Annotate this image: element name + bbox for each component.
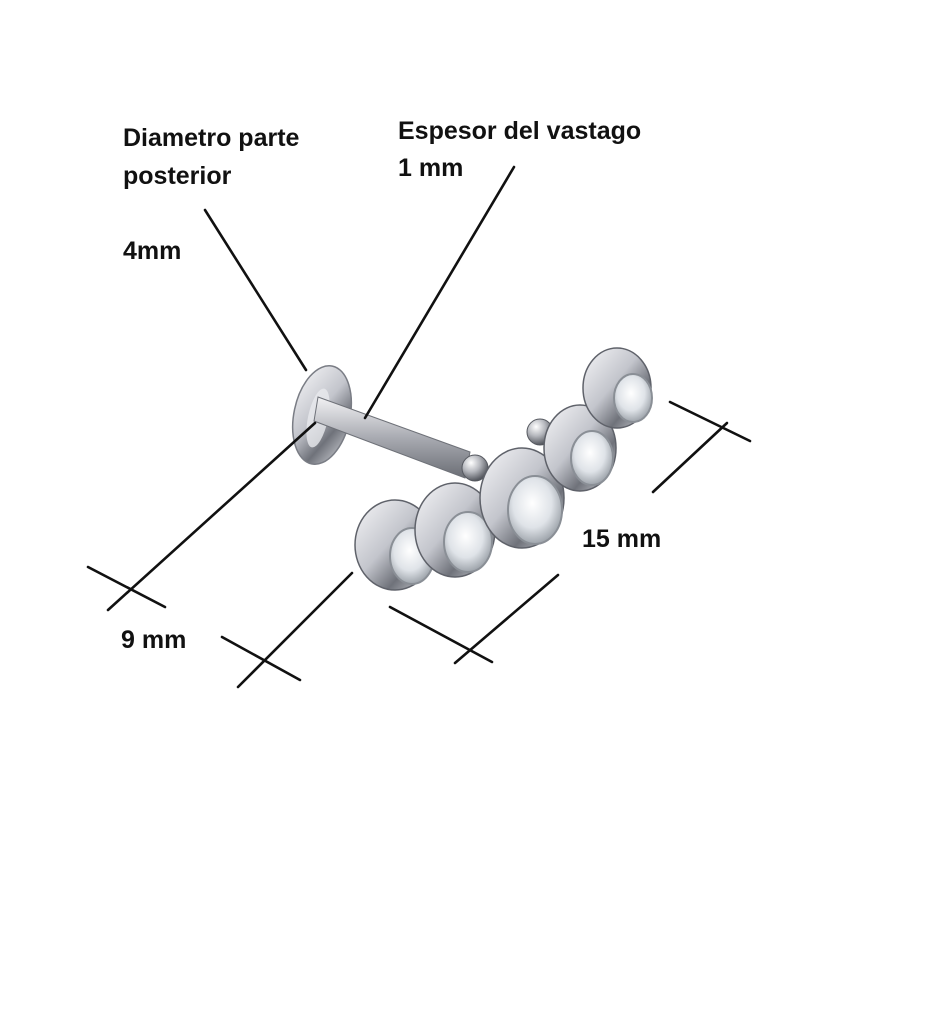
shaft-thickness-pointer-line [363, 165, 516, 420]
gem-setting [414, 482, 496, 578]
top-length-dimension [388, 400, 752, 665]
labret-jewelry [291, 347, 653, 591]
back-diameter-pointer-line [203, 208, 308, 372]
shaft-length-value: 9 mm [121, 626, 187, 654]
shaft-thickness-title: Espesor del vastago [398, 117, 642, 145]
gem-setting [479, 447, 565, 549]
shaft-length-dimension [86, 421, 354, 689]
top-length-value: 15 mm [582, 525, 662, 553]
back-diameter-title-line2: posterior [123, 162, 232, 190]
shaft-thickness-value: 1 mm [398, 154, 464, 182]
gem-setting [582, 347, 653, 429]
back-diameter-title-line1: Diametro parte [123, 124, 300, 152]
shaft [313, 396, 471, 479]
gem-setting [543, 404, 617, 492]
back-diameter-value: 4mm [123, 237, 182, 265]
